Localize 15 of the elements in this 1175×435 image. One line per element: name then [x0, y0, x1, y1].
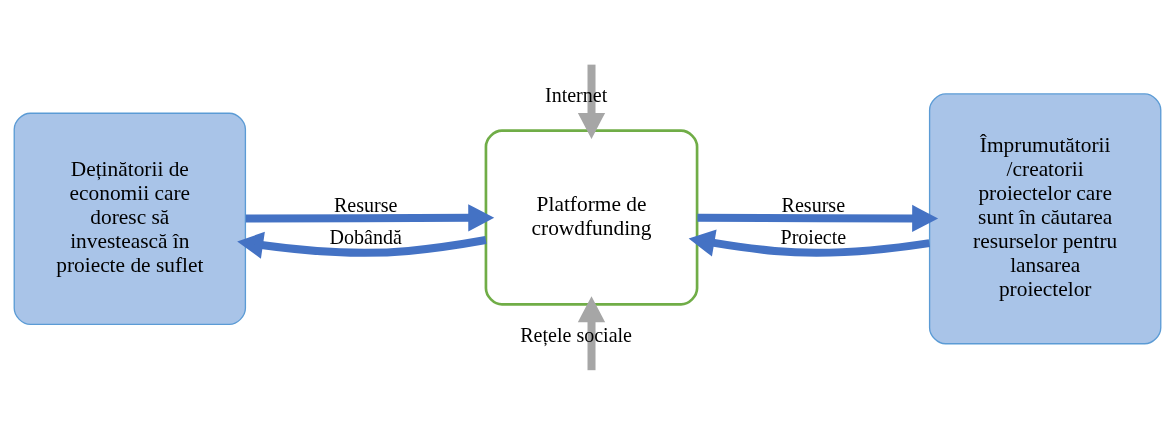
edge-label: Resurse	[781, 194, 846, 217]
arrow	[577, 296, 606, 371]
node-box: Împrumutătorii /creatorii proiectelor care sunt în căutarea resurselor pentru lansarea proiectelor	[928, 93, 1162, 345]
arrow	[237, 231, 487, 259]
node-box: Deținătorii de economii care doresc să investească în proiecte de suflet	[13, 112, 247, 326]
arrow	[688, 229, 930, 257]
edge-label: Resurse	[333, 194, 398, 217]
arrow	[245, 204, 495, 232]
edge-label: Internet	[544, 84, 608, 107]
edge-label: Dobândă	[329, 226, 402, 249]
edge-label: Rețele sociale	[520, 324, 633, 347]
arrow	[697, 204, 939, 233]
node-box: Platforme de crowdfunding	[484, 129, 699, 306]
arrow	[577, 64, 606, 139]
edge-label: Proiecte	[780, 226, 847, 249]
